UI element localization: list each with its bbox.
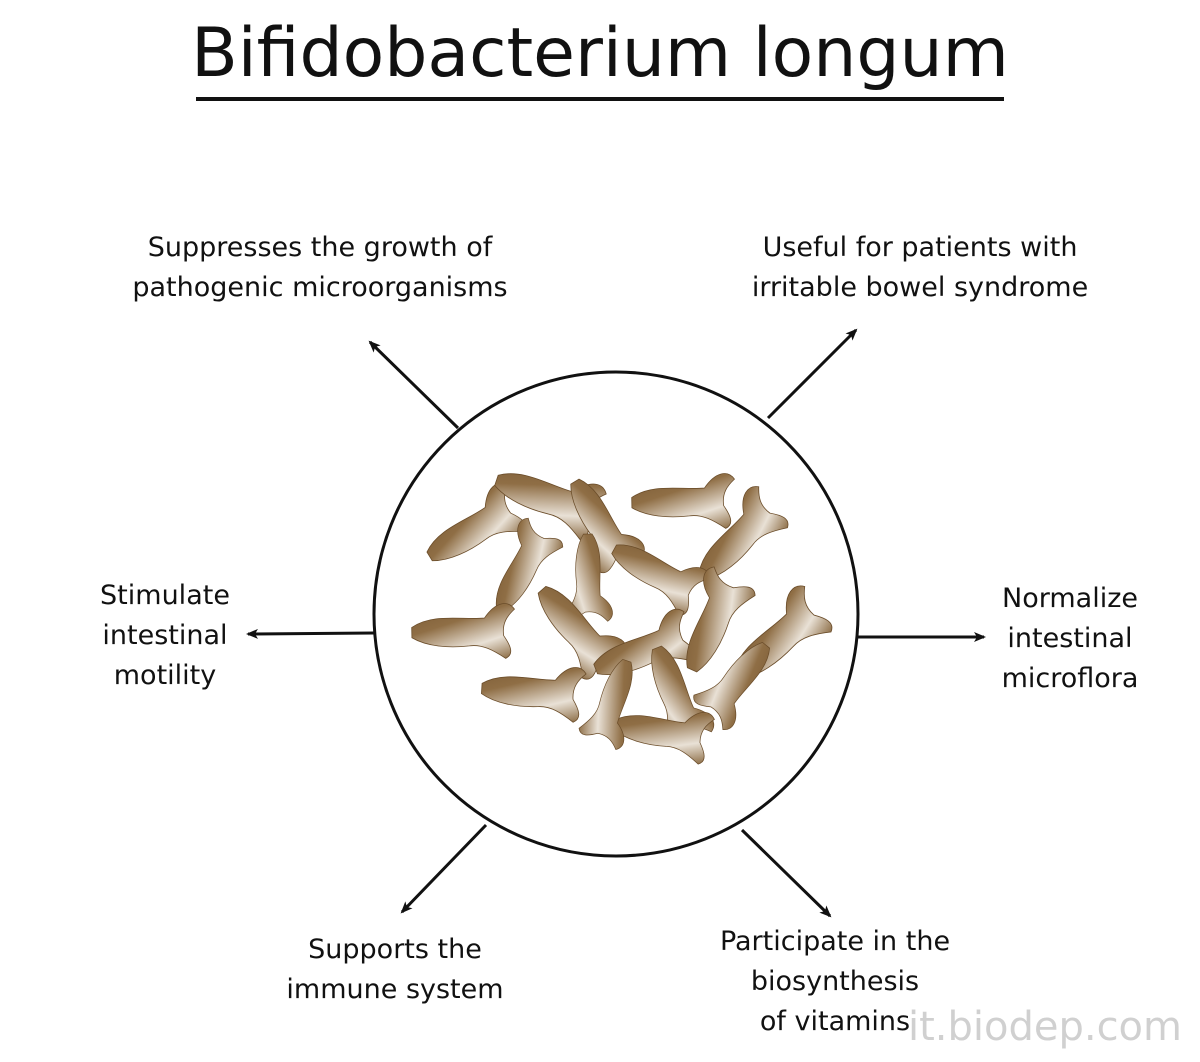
bacterium-shape: [426, 483, 526, 562]
effect-normalize-microflora: Normalize intestinal microflora: [1001, 583, 1139, 694]
bacterium-shape: [611, 544, 711, 616]
bacterium-shape: [698, 486, 789, 580]
arrow-bottom-left: [400, 823, 488, 914]
bacterium-shape: [411, 603, 515, 659]
arrow-left: [246, 628, 375, 639]
bacterium-shape: [578, 658, 633, 750]
bacterium-shape: [631, 473, 735, 529]
bacterium-shape: [481, 667, 587, 723]
diagram-title: Bifidobacterium longum: [191, 14, 1009, 93]
arrow-top-left: [368, 340, 460, 430]
effect-ibs-patients: Useful for patients with irritable bowel…: [751, 232, 1089, 303]
bacterium-shape: [565, 533, 613, 622]
bacterium-shape: [693, 641, 770, 730]
arrow-group: [246, 328, 986, 918]
arrow-top-right: [766, 328, 858, 420]
arrow-bottom-right: [740, 828, 832, 918]
effect-immune-system: Supports the immune system: [286, 934, 504, 1005]
bacterium-shape: [496, 517, 564, 612]
watermark: it.biodep.com: [907, 1004, 1182, 1050]
title-underline: [196, 97, 1004, 101]
effect-vitamin-biosynthesis: Participate in the biosynthesis of vitam…: [719, 926, 951, 1037]
effect-suppresses-pathogens: Suppresses the growth of pathogenic micr…: [132, 232, 508, 303]
bacterium-shape: [686, 566, 756, 673]
bacterium-shape: [613, 712, 715, 765]
bacteria-cluster: [411, 473, 833, 765]
effect-stimulate-motility: Stimulate intestinal motility: [100, 580, 230, 691]
microscope-circle: [372, 370, 860, 858]
